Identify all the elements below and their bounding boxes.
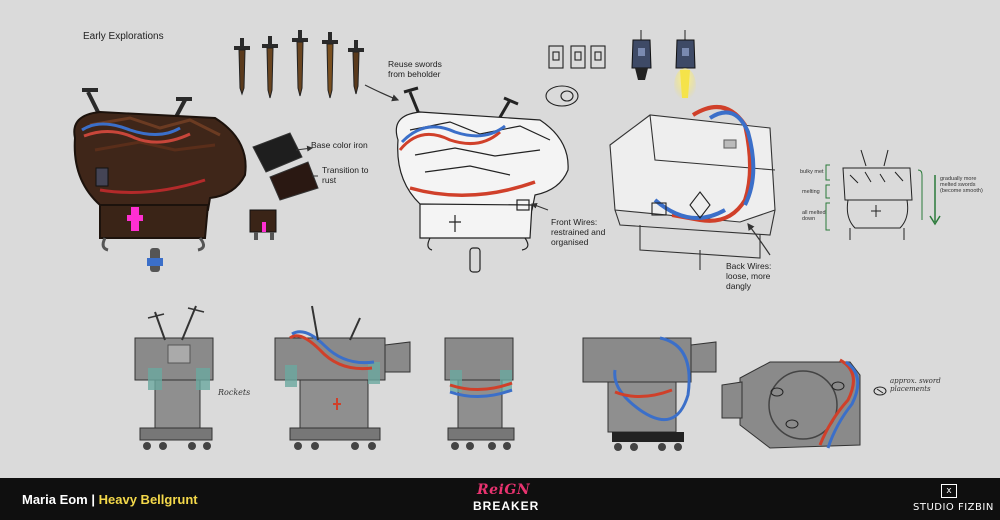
note-transition: Transition to rust xyxy=(322,165,369,185)
line-sketch-bell xyxy=(395,86,569,273)
note-back-wires: Back Wires: loose, more dangly xyxy=(726,261,772,291)
bottom-view-3 xyxy=(444,337,515,450)
artist-name: Maria Eom xyxy=(22,492,88,507)
studio-logo-icon: x xyxy=(941,484,957,498)
sword-sketch-5 xyxy=(348,40,364,95)
studio-name: STUDIO FIZBIN xyxy=(913,502,994,513)
rocket-sketch-on xyxy=(674,30,696,104)
note-base-color: Base color iron xyxy=(311,140,368,150)
sword-sketch-1 xyxy=(234,38,250,96)
note-reuse-swords: Reuse swords from beholder xyxy=(388,59,442,79)
footer-bar: Maria Eom | Heavy Bellgrunt ReiGN BREAKE… xyxy=(0,478,1000,520)
note-rockets: Rockets xyxy=(218,388,251,397)
game-logo-top: ReiGN xyxy=(477,482,531,498)
note-front-wires: Front Wires: restrained and organised xyxy=(551,217,606,247)
sword-row xyxy=(234,30,364,99)
melting-sketch xyxy=(825,149,941,240)
sword-sketch-4 xyxy=(322,32,338,99)
rusty-bell-painting xyxy=(73,88,247,272)
rocket-sketch-off xyxy=(631,30,652,80)
note-melting: melting xyxy=(802,189,820,195)
credit-line: Maria Eom | Heavy Bellgrunt xyxy=(22,492,198,507)
bottom-view-4 xyxy=(582,336,717,451)
game-logo-bottom: BREAKER xyxy=(473,499,540,513)
back-view-bell xyxy=(609,105,776,270)
rust-swatch xyxy=(269,161,319,201)
reuse-arrow xyxy=(364,84,400,102)
bottom-view-2 xyxy=(274,305,411,450)
credit-separator: | xyxy=(91,492,96,507)
note-all-melted: all melted down xyxy=(802,210,826,223)
note-bulky-met: bulky met xyxy=(800,169,824,175)
top-view-sketch xyxy=(721,358,887,449)
note-sword-placements: approx. sword placements xyxy=(890,377,941,393)
iron-swatch xyxy=(252,132,303,173)
note-gradually: gradually more melted swords (become smo… xyxy=(940,176,983,195)
part-sketches xyxy=(545,45,606,107)
sketches-canvas xyxy=(73,30,941,451)
sword-sketch-3 xyxy=(292,30,308,97)
sheet-heading: Early Explorations xyxy=(83,31,164,42)
sword-sketch-2 xyxy=(262,36,278,99)
bottom-view-1 xyxy=(134,305,214,450)
mini-bell-painting xyxy=(249,209,277,240)
project-title: Heavy Bellgrunt xyxy=(98,492,198,507)
